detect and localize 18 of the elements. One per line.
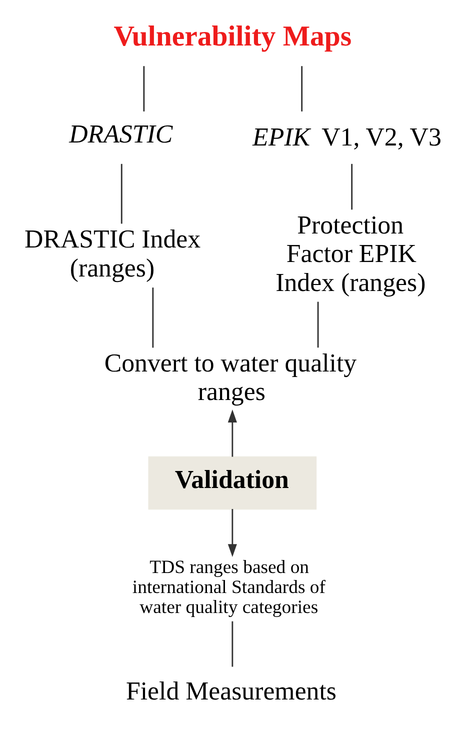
- node-text: EPIK V1, V2, V3: [252, 122, 441, 152]
- connector: [152, 288, 154, 348]
- arrow: [227, 509, 236, 558]
- node-box: Validation: [148, 456, 316, 510]
- node-text: Vulnerability Maps: [113, 20, 352, 53]
- connector: [120, 164, 122, 224]
- node-text: Field Measurements: [125, 676, 336, 706]
- arrow: [227, 409, 236, 457]
- node-text: DRASTIC Index (ranges): [24, 224, 200, 282]
- connector: [300, 66, 302, 112]
- connector: [142, 66, 144, 112]
- connector: [316, 302, 318, 348]
- connector: [350, 164, 352, 210]
- node-text: Protection Factor EPIK Index (ranges): [275, 210, 426, 297]
- node-text: TDS ranges based on international Standards of water quality categories: [132, 556, 325, 618]
- connector: [231, 621, 233, 667]
- node-text: Convert to water quality ranges: [104, 348, 356, 406]
- node-text: DRASTIC: [68, 120, 172, 149]
